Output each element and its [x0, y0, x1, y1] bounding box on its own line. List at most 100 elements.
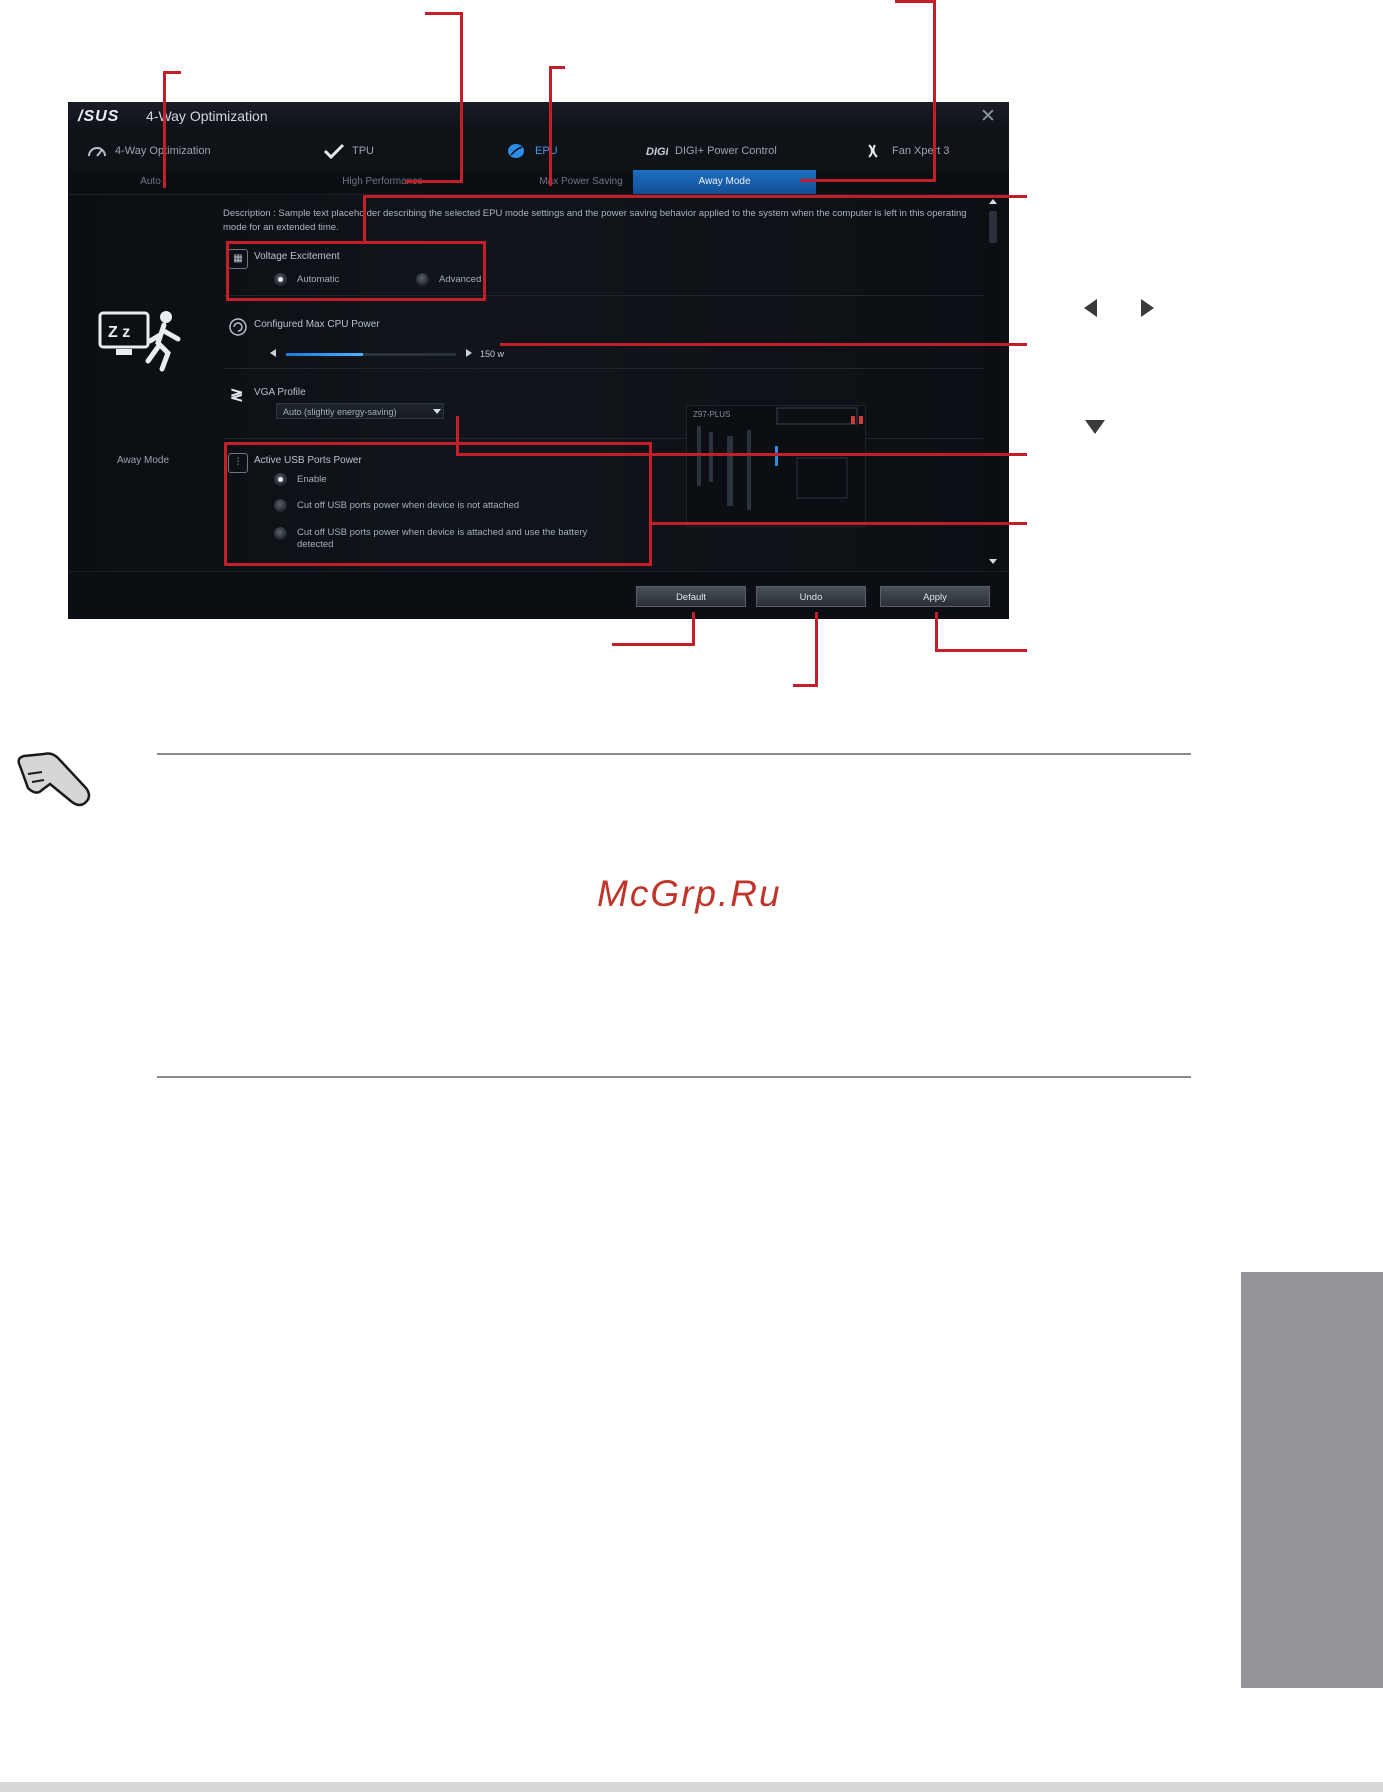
fan-icon [868, 144, 878, 158]
nav-label: 4-Way Optimization [115, 145, 211, 157]
app-window: /SUS 4-Way Optimization ✕ 4-Way Optimiza… [68, 102, 1009, 619]
callout-line [456, 453, 1027, 456]
content-area: Z z Away Mode Description : Sample text … [68, 195, 1009, 571]
radio-usb-enable[interactable]: Enable [274, 473, 327, 486]
radio-dot [274, 527, 287, 540]
digi-icon: DIGI [646, 146, 668, 158]
vga-section: ≷ VGA Profile Auto (slightly energy-savi… [228, 385, 988, 429]
cpu-power-slider[interactable] [286, 353, 456, 356]
radio-label: Cut off USB ports power when device is a… [297, 527, 588, 550]
vga-profile-dropdown[interactable]: Auto (slightly energy-saving) [276, 403, 444, 419]
motherboard-diagram: Z97-PLUS [686, 405, 866, 527]
radio-advanced[interactable]: Advanced [416, 273, 481, 286]
tab-max-power-saving[interactable]: Max Power Saving [539, 176, 623, 187]
title-bar: /SUS 4-Way Optimization ✕ [68, 102, 1009, 132]
callout-line [405, 180, 463, 183]
divider [223, 438, 983, 439]
callout-line [895, 0, 936, 3]
divider [223, 368, 983, 369]
cpu-power-title: Configured Max CPU Power [254, 319, 380, 330]
usb-title: Active USB Ports Power [254, 455, 362, 466]
asus-logo: /SUS [78, 108, 120, 125]
callout-line [692, 612, 695, 646]
radio-usb-cutoff-attached[interactable]: Cut off USB ports power when device is a… [274, 527, 594, 551]
radio-label: Cut off USB ports power when device is n… [297, 500, 520, 511]
mode-tabs: Auto High Performance Max Power Saving A… [68, 170, 1009, 195]
scroll-thumb[interactable] [989, 211, 997, 243]
close-icon[interactable]: ✕ [980, 106, 996, 127]
callout-line [425, 12, 463, 15]
page-footer-band [0, 1782, 1383, 1792]
slider-increase-icon[interactable] [466, 349, 472, 357]
motherboard-icon [697, 407, 863, 510]
radio-label: Advanced [439, 274, 482, 285]
tab-away-mode[interactable]: Away Mode [633, 170, 816, 194]
radio-dot [274, 499, 287, 512]
gauge-icon [88, 147, 106, 157]
nav-item-4way[interactable]: 4-Way Optimization [86, 140, 211, 162]
note-top-rule [157, 753, 1191, 755]
slider-decrease-icon[interactable] [270, 349, 276, 357]
usb-section: ⫶ Active USB Ports Power Enable Cut off … [228, 453, 988, 563]
radio-usb-cutoff-not-attached[interactable]: Cut off USB ports power when device is n… [274, 499, 519, 512]
callout-line [363, 195, 1027, 198]
callout-line [935, 612, 938, 652]
note-bottom-rule [157, 1076, 1191, 1078]
nav-item-digi[interactable]: DIGI DIGI+ Power Control [646, 140, 777, 162]
chevron-down-icon[interactable] [433, 409, 441, 414]
cpu-power-section: Configured Max CPU Power 150 w [228, 317, 988, 361]
top-nav: 4-Way Optimization TPU EPU DIGI DIGI+ Po… [68, 132, 1009, 171]
callout-line [549, 66, 552, 186]
apply-button[interactable]: Apply [880, 586, 990, 607]
radio-automatic[interactable]: Automatic [274, 273, 339, 286]
scroll-up-icon[interactable] [989, 199, 997, 204]
nav-label: EPU [535, 145, 558, 157]
callout-line [815, 612, 818, 687]
nav-label: DIGI+ Power Control [675, 145, 777, 157]
callout-line [650, 522, 1027, 525]
callout-line [163, 71, 166, 188]
undo-button[interactable]: Undo [756, 586, 866, 607]
scrollbar[interactable] [986, 195, 1000, 571]
vga-title: VGA Profile [254, 387, 306, 398]
radio-dot [274, 273, 287, 286]
radio-dot [274, 473, 287, 486]
voltage-section: ▦ Voltage Excitement Automatic Advanced [228, 249, 988, 293]
watermark: McGrp.Ru [597, 873, 782, 914]
chapter-side-tab [1241, 1272, 1383, 1688]
mode-summary: Z z Away Mode [68, 195, 218, 571]
nav-item-tpu[interactable]: TPU [323, 140, 374, 162]
svg-text:Z z: Z z [108, 324, 130, 341]
default-button[interactable]: Default [636, 586, 746, 607]
radio-dot [416, 273, 429, 286]
pointing-hand-icon [17, 752, 91, 807]
nav-label: TPU [352, 145, 374, 157]
callout-line [163, 71, 181, 74]
divider [223, 295, 983, 296]
callout-box [226, 241, 486, 301]
board-label: Z97-PLUS [693, 410, 731, 419]
voltage-title: Voltage Excitement [254, 251, 340, 262]
callout-line [793, 684, 818, 687]
footer-bar: Default Undo Apply [68, 571, 1009, 619]
callout-line [549, 66, 565, 69]
callout-line [460, 12, 463, 182]
callout-line [935, 649, 1027, 652]
callout-line [612, 643, 695, 646]
tab-auto[interactable]: Auto [140, 176, 161, 187]
tpu-check-icon [323, 143, 345, 159]
usb-icon: ⫶ [228, 453, 248, 473]
arrow-down-icon [1085, 420, 1105, 434]
epu-leaf-icon [508, 144, 524, 158]
cpu-power-value: 150 w [480, 349, 505, 359]
callout-box [224, 442, 652, 566]
vga-icon: ≷ [230, 387, 244, 404]
arrow-left-icon [1084, 299, 1097, 317]
mode-label: Away Mode [116, 455, 170, 466]
scroll-down-icon[interactable] [989, 559, 997, 564]
cpu-power-icon [229, 318, 247, 336]
window-title: 4-Way Optimization [146, 108, 268, 124]
mode-description: Description : Sample text placeholder de… [223, 208, 967, 233]
tab-high-performance[interactable]: High Performance [342, 176, 423, 187]
nav-item-fanxpert[interactable]: Fan Xpert 3 [863, 140, 949, 162]
